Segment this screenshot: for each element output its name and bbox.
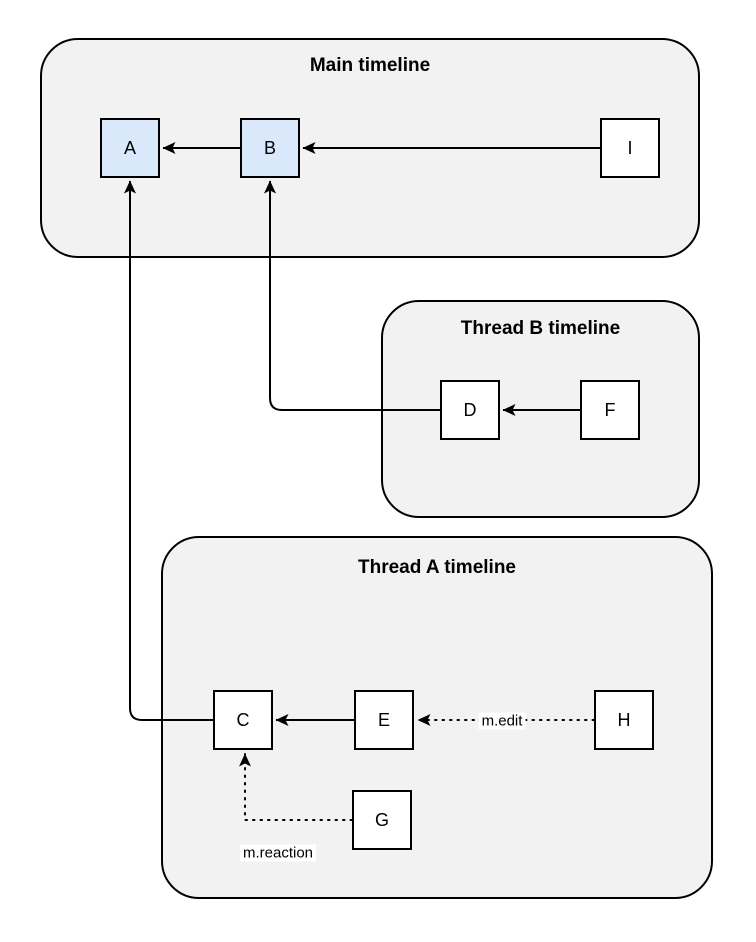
node-A: A [100, 118, 160, 178]
node-E: E [354, 690, 414, 750]
node-I: I [600, 118, 660, 178]
edge-c-to-a [124, 180, 213, 721]
edge-label-m-edit: m.edit [478, 712, 526, 730]
edge-d-to-b [264, 180, 440, 411]
container-title-thread-b-timeline: Thread B timeline [460, 318, 621, 339]
node-C: C [213, 690, 273, 750]
node-F: F [580, 380, 640, 440]
container-title-thread-a-timeline: Thread A timeline [357, 557, 516, 578]
node-B: B [240, 118, 300, 178]
edge-g-to-c-m-reaction [239, 753, 353, 821]
node-H: H [594, 690, 654, 750]
node-G: G [352, 790, 412, 850]
node-D: D [440, 380, 500, 440]
container-title-main-timeline: Main timeline [309, 55, 431, 76]
edge-label-m-reaction: m.reaction [239, 844, 317, 862]
